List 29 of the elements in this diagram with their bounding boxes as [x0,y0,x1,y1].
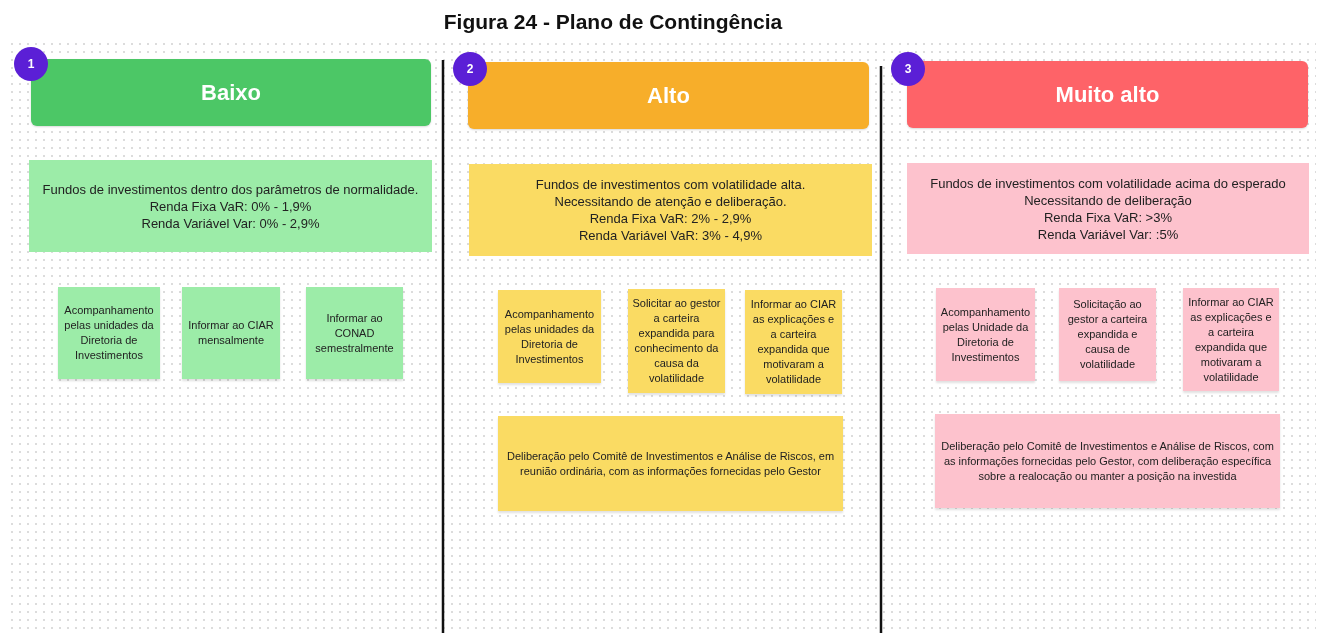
description-box [29,160,432,252]
sticky-note: Acompanhamento pelas unidades da Diretoria de Investimentos [58,287,160,379]
sticky-note: Solicitação ao gestor a carteira expandida e causa de volatilidade [1059,288,1156,381]
description-text: Renda Variável VaR: 3% - 4,9% [578,227,763,244]
number-badge: 3 [891,52,925,86]
sticky-note: Deliberação pelo Comitê de Investimentos e Análise de Riscos, com as informações fornecidas pelo Gestor, com deliberação específica sobre a realocação ou manter a posição na investida [935,414,1280,508]
figure-title: Figura 24 - Plano de Contingência [442,10,784,34]
description-text: Renda Fixa VaR: >3% [1044,208,1172,226]
sticky-note: Acompanhamento pelas Unidade da Diretoria de Investimentos [936,288,1035,381]
description-text: Fundos de investimentos dentro dos parâmetros de normalidade. [42,180,419,198]
description-text: Renda Variável Var: :5% [1037,225,1179,243]
description-box [907,163,1309,254]
sticky-note: Informar ao CIAR as explicações e a carteira expandida que motivaram a volatilidade [1183,288,1279,391]
description-text: Renda Fixa VaR: 0% - 1,9% [149,197,312,215]
sticky-note: Solicitar ao gestor a carteira expandida para conhecimento da causa da volatilidade [628,289,725,393]
sticky-note: Informar ao CONAD semestralmente [306,287,403,379]
sticky-note: Informar ao CIAR as explicações e a carteira expandida que motivaram a volatilidade [745,290,842,394]
description-text: Fundos de investimentos com volatilidade alta. [535,176,806,193]
description-text: Necessitando de atenção e deliberação. [554,193,787,210]
sticky-note: Acompanhamento pelas unidades da Diretoria de Investimentos [498,290,601,383]
description-text: Necessitando de deliberação [1024,191,1192,209]
description-text: Renda Fixa VaR: 2% - 2,9% [589,210,752,227]
sticky-note: Informar ao CIAR mensalmente [182,287,280,379]
description-text: Fundos de investimentos com volatilidade acima do esperado [930,174,1286,192]
number-badge: 2 [453,52,487,86]
number-badge: 1 [14,47,48,81]
description-text: Renda Variável Var: 0% - 2,9% [141,214,320,232]
description-box [469,164,872,256]
sticky-note: Deliberação pelo Comitê de Investimentos e Análise de Riscos, em reunião ordinária, com as informações fornecidas pelo Gestor [498,416,843,511]
